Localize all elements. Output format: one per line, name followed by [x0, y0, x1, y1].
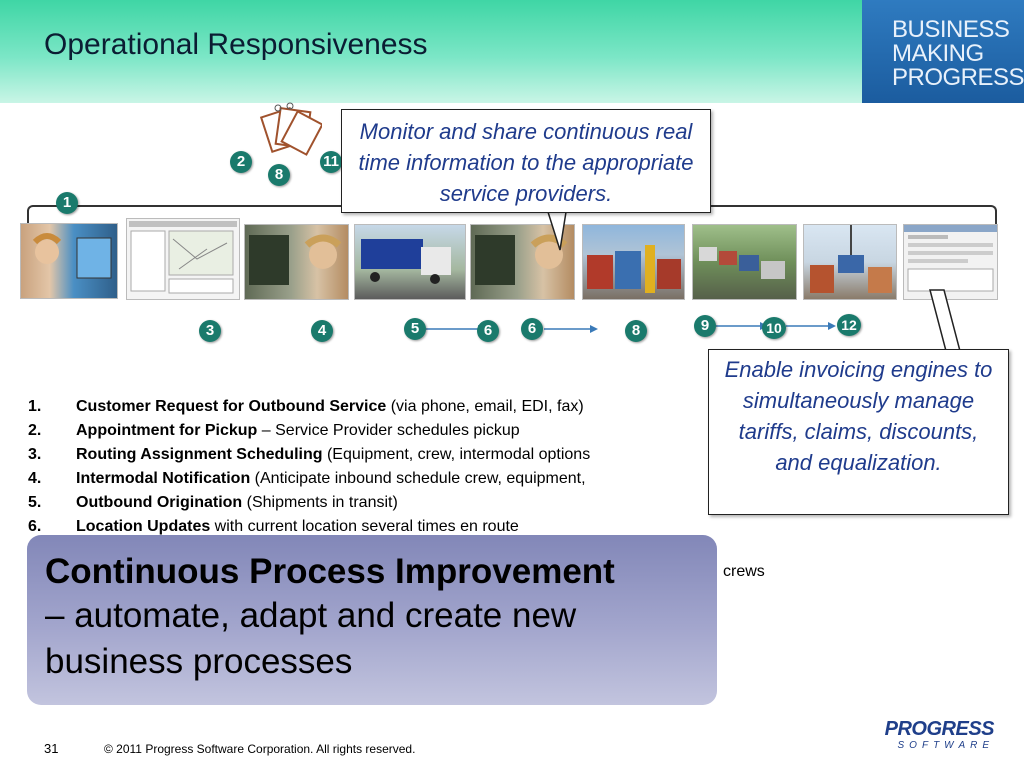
step-badge-5: 5 [404, 318, 426, 340]
list-item: 4.Intermodal Notification (Anticipate in… [28, 470, 586, 487]
copyright-text: © 2011 Progress Software Corporation. Al… [104, 742, 416, 756]
step-badge-6b: 6 [521, 318, 543, 340]
list-item: 2.Appointment for Pickup – Service Provi… [28, 422, 520, 439]
routing-software-screenshot [126, 218, 240, 300]
list-item: 6.Location Updates with current location… [28, 518, 519, 535]
list-item: 5.Outbound Origination (Shipments in tra… [28, 494, 398, 511]
step-badge-11: 11 [320, 151, 342, 173]
business-making-progress-logo: BUSINESS MAKING PROGRESS [862, 0, 1024, 103]
continuous-improvement-box: Continuous Process Improvement – automat… [27, 535, 717, 705]
container-yard-photo [582, 224, 685, 300]
step-badge-8: 8 [268, 164, 290, 186]
step-badge-3: 3 [199, 320, 221, 342]
invoicing-callout: Enable invoicing engines to simultaneous… [708, 349, 1009, 515]
list-item: 3.Routing Assignment Scheduling (Equipme… [28, 446, 591, 463]
operator-photo-1 [244, 224, 349, 300]
truck-photo [354, 224, 466, 300]
overlay-heading: Continuous Process Improvement [45, 552, 615, 591]
progress-software-logo: PROGRESS SOFTWARE [884, 718, 995, 751]
slide-number: 31 [44, 741, 59, 756]
list-item: 1.Customer Request for Outbound Service … [28, 398, 584, 415]
intermodal-train-photo [692, 224, 797, 300]
step-badge-4: 4 [311, 320, 333, 342]
overlay-text: – automate, adapt and create new busines… [45, 596, 577, 681]
invoicing-software-screenshot [903, 224, 998, 300]
step-badge-12: 12 [837, 314, 861, 336]
slide-title: Operational Responsiveness [44, 28, 428, 61]
step-badge-9: 9 [694, 315, 716, 337]
step-list: 1.Customer Request for Outbound Service … [28, 395, 590, 539]
container-crane-photo [803, 224, 897, 300]
slide-header [0, 0, 862, 103]
step-badge-6a: 6 [477, 320, 499, 342]
crews-text: crews [723, 563, 765, 580]
step-badge-2: 2 [230, 151, 252, 173]
step-badge-10: 10 [762, 317, 786, 339]
call-center-photo [20, 223, 118, 299]
monitor-callout: Monitor and share continuous real time i… [341, 109, 711, 213]
calendar-icon [259, 102, 322, 156]
step-badge-8b: 8 [625, 320, 647, 342]
step-badge-1: 1 [56, 192, 78, 214]
